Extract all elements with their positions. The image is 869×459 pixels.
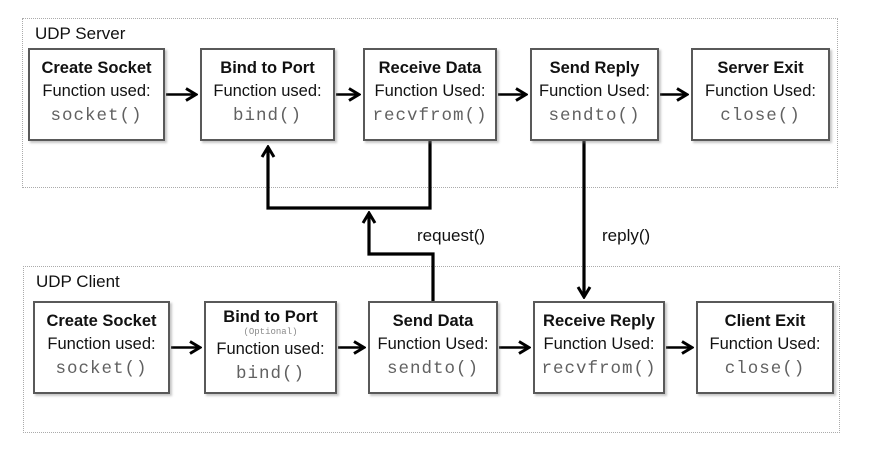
box-function: recvfrom() <box>541 359 657 379</box>
box-caption: Function Used: <box>539 82 650 100</box>
box-function: sendto() <box>386 359 479 379</box>
box-caption: Function used: <box>216 340 325 358</box>
box-title: Receive Data <box>378 59 482 77</box>
client-box-client-exit: Client Exit Function Used: close() <box>696 301 834 394</box>
optional-note: (Optional) <box>243 327 298 337</box>
box-title: Create Socket <box>41 59 152 77</box>
box-caption: Function Used: <box>377 335 489 353</box>
box-function: recvfrom() <box>372 106 488 126</box>
box-title: Server Exit <box>717 59 804 77</box>
reply-label: reply() <box>602 226 651 245</box>
box-function: socket() <box>50 106 143 126</box>
udp-server-label: UDP Server <box>35 24 126 43</box>
box-title: Send Data <box>392 312 474 330</box>
box-caption: Function used: <box>47 335 156 353</box>
box-caption: Function Used: <box>543 335 655 353</box>
server-box-receive-data: Receive Data Function Used: recvfrom() <box>363 48 497 141</box>
arrow-request <box>369 214 435 301</box>
box-title: Receive Reply <box>543 312 655 330</box>
request-label: request() <box>417 226 486 245</box>
box-caption: Function Used: <box>374 82 486 100</box>
client-box-bind-to-port: Bind to Port (Optional) Function used: b… <box>204 301 337 394</box>
box-caption: Function used: <box>213 82 322 100</box>
udp-client-label: UDP Client <box>36 272 120 291</box>
box-caption: Function Used: <box>705 82 816 100</box>
client-box-send-data: Send Data Function Used: sendto() <box>368 301 498 394</box>
box-caption: Function Used: <box>709 335 821 353</box>
box-title: Bind to Port <box>223 308 318 326</box>
arrow-server-loopback-to-bind <box>268 141 432 210</box>
box-caption: Function used: <box>42 82 151 100</box>
box-title: Bind to Port <box>220 59 315 77</box>
box-title: Create Socket <box>46 312 157 330</box>
server-box-create-socket: Create Socket Function used: socket() <box>28 48 165 141</box>
box-function: close() <box>724 359 806 379</box>
box-function: bind() <box>235 364 305 384</box>
server-box-send-reply: Send Reply Function Used: sendto() <box>530 48 659 141</box>
box-title: Client Exit <box>724 312 806 330</box>
box-function: close() <box>720 106 801 126</box>
client-box-create-socket: Create Socket Function used: socket() <box>33 301 170 394</box>
box-title: Send Reply <box>549 59 640 77</box>
box-function: bind() <box>232 106 302 126</box>
box-function: sendto() <box>548 106 641 126</box>
box-function: socket() <box>55 359 148 379</box>
server-box-bind-to-port: Bind to Port Function used: bind() <box>200 48 335 141</box>
client-box-receive-reply: Receive Reply Function Used: recvfrom() <box>533 301 665 394</box>
server-box-server-exit: Server Exit Function Used: close() <box>691 48 830 141</box>
